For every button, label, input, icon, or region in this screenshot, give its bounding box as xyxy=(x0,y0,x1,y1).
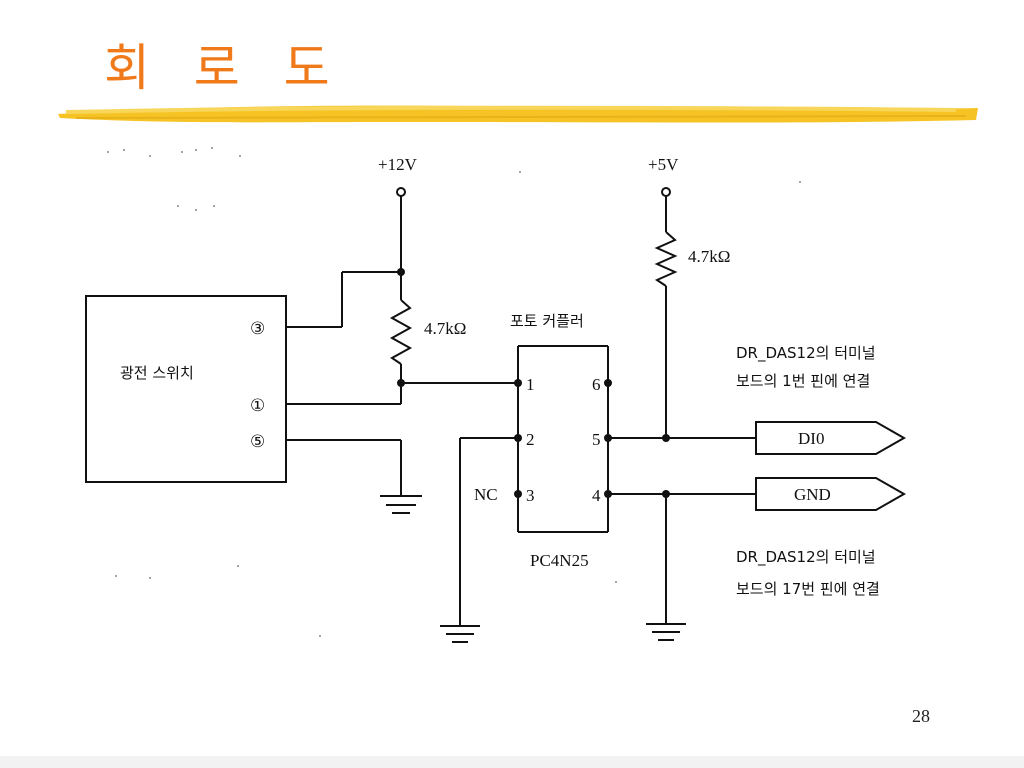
pin-label: 2 xyxy=(526,430,535,449)
pin-dot xyxy=(514,490,522,498)
di0-note-line1: DR_DAS12의 터미널 xyxy=(736,344,876,363)
output-label-gnd: GND xyxy=(794,485,831,504)
power-label-12v: +12V xyxy=(378,155,418,174)
photo-switch-box xyxy=(85,295,287,483)
resistor-left-label: 4.7kΩ xyxy=(424,319,466,338)
pin-dot xyxy=(604,434,612,442)
pin-label: 1 xyxy=(526,375,535,394)
footer-bar xyxy=(0,756,1024,768)
optocoupler-part: PC4N25 xyxy=(530,551,589,570)
output-label-di0: DI0 xyxy=(798,429,824,448)
junction-dot xyxy=(662,434,670,442)
pin-dot xyxy=(514,379,522,387)
resistor-left xyxy=(389,299,413,365)
slide-title: 회 로 도 xyxy=(104,39,334,97)
gnd-note-line1: DR_DAS12의 터미널 xyxy=(736,548,876,567)
page-number: 28 xyxy=(912,706,930,726)
nc-label: NC xyxy=(474,485,498,504)
pin-label: 3 xyxy=(526,486,535,505)
pin-label: 6 xyxy=(592,375,601,394)
junction-dot xyxy=(397,268,405,276)
di0-note-line2: 보드의 1번 핀에 연결 xyxy=(736,372,870,390)
optocoupler-title: 포토 커플러 xyxy=(510,312,584,330)
terminal-5v xyxy=(661,187,671,197)
junction-dot xyxy=(397,379,405,387)
terminal-12v xyxy=(396,187,406,197)
pin-label: 4 xyxy=(592,486,601,505)
output-connector-di0 xyxy=(755,421,907,455)
resistor-right-label: 4.7kΩ xyxy=(688,247,730,266)
pin-label: 5 xyxy=(592,430,601,449)
pin-dot xyxy=(604,490,612,498)
switch-terminal-5: ⑤ xyxy=(250,432,265,451)
junction-dot xyxy=(662,490,670,498)
output-connector-gnd xyxy=(755,477,907,511)
title-underline-brush xyxy=(58,105,978,123)
photo-switch-label: 광전 스위치 xyxy=(120,364,194,382)
switch-terminal-1: ① xyxy=(250,396,265,415)
pin-dot xyxy=(514,434,522,442)
resistor-right xyxy=(654,231,678,287)
pin-dot xyxy=(604,379,612,387)
switch-terminal-3: ③ xyxy=(250,319,265,338)
gnd-note-line2: 보드의 17번 핀에 연결 xyxy=(736,580,880,598)
power-label-5v: +5V xyxy=(648,155,679,174)
